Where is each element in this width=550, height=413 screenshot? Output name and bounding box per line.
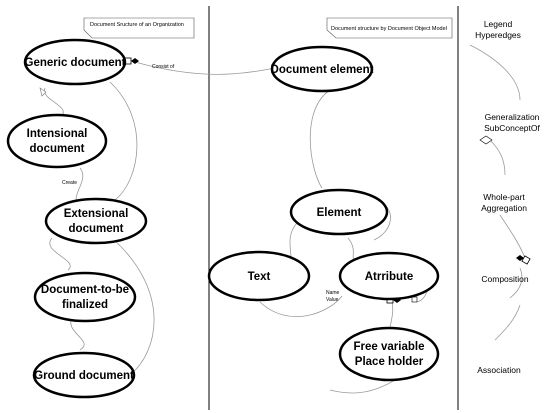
note-middle-text: Document structure by Document Object Mo… <box>331 26 447 32</box>
legend-wholepart-sample <box>499 214 526 259</box>
legend-title-1: Legend <box>484 19 513 29</box>
node-intensional-document-label-2: document <box>30 143 85 155</box>
wholepart-square-icon <box>521 255 531 265</box>
node-document-element-label: Document element <box>271 64 374 76</box>
legend-association: Association <box>477 365 521 375</box>
node-generic-document-label: Generic document <box>25 57 126 69</box>
legend-whole-part-1: Whole-part <box>483 192 525 202</box>
note-middle: Document structure by Document Object Mo… <box>326 17 453 39</box>
node-generic-document[interactable]: Generic document <box>23 38 127 86</box>
edge-consist-of <box>134 61 276 75</box>
node-ground-document[interactable]: Ground document <box>32 351 136 399</box>
node-document-element[interactable]: Document element <box>271 45 374 93</box>
edge-generic-extensional <box>109 81 138 201</box>
note-left-text: Document Sructure of an Organization <box>90 22 184 28</box>
legend-composition: Composition <box>481 274 529 284</box>
node-intensional-document[interactable]: Intensional document <box>6 113 108 169</box>
legend-generalization-1: Generalization <box>485 112 540 122</box>
node-extensional-document-label-2: document <box>69 223 124 235</box>
legend-title-2: Hyperedges <box>475 30 521 40</box>
node-extensional-document[interactable]: Extensional document <box>44 197 148 245</box>
legend-hyperedge-sample <box>469 44 521 101</box>
node-free-variable-label-2: Place holder <box>355 356 424 368</box>
edge-label-consist-of: Consist of <box>152 64 175 70</box>
edge-doc-element <box>309 89 331 189</box>
node-text-label: Text <box>248 271 271 283</box>
node-extensional-document-label-1: Extensional <box>64 208 129 220</box>
legend-association-sample <box>494 304 521 341</box>
legend-whole-part-2: Aggregation <box>481 203 527 213</box>
node-free-variable[interactable]: Free variable Place holder <box>338 326 440 382</box>
edge-element-attr <box>347 237 356 263</box>
legend-generalization-2: SubConceptOf <box>484 123 540 133</box>
legend-generalization-sample <box>489 139 506 176</box>
node-element[interactable]: Element <box>289 188 389 236</box>
attr-square-right-icon <box>411 296 418 303</box>
legend: Legend Hyperedges Generalization SubConc… <box>475 19 540 375</box>
generic-flag-icon <box>39 87 47 97</box>
node-ground-document-label: Ground document <box>34 370 134 382</box>
node-attribute[interactable]: Atrribute <box>338 251 440 301</box>
node-document-to-be-finalized-label-1: Document-to-be <box>41 284 129 296</box>
wholepart-diamond-icon <box>516 255 524 261</box>
generalization-diamond-icon <box>479 135 493 145</box>
edge-text-attr <box>259 295 343 318</box>
node-free-variable-label-1: Free variable <box>354 341 425 353</box>
edge-label-value: Value <box>326 297 339 303</box>
node-document-to-be-finalized[interactable]: Document-to-be finalized <box>33 271 137 323</box>
note-left: Document Sructure of an Organization <box>83 17 195 39</box>
consist-of-diamond-icon <box>131 58 139 64</box>
node-intensional-document-label-1: Intensional <box>27 128 88 140</box>
node-element-label: Element <box>317 207 362 219</box>
edge-extensional-tobe <box>49 237 71 271</box>
node-document-to-be-finalized-label-2: finalized <box>62 299 108 311</box>
legend-composition-sample <box>509 267 523 299</box>
edge-label-create: Create <box>62 180 77 186</box>
node-text[interactable]: Text <box>207 250 311 302</box>
edge-extensional-ground <box>111 237 155 376</box>
edge-generic-intensional <box>44 87 64 117</box>
edge-label-name: Name <box>326 290 340 296</box>
node-attribute-label: Atrribute <box>365 271 414 283</box>
edge-free-below <box>329 379 396 394</box>
